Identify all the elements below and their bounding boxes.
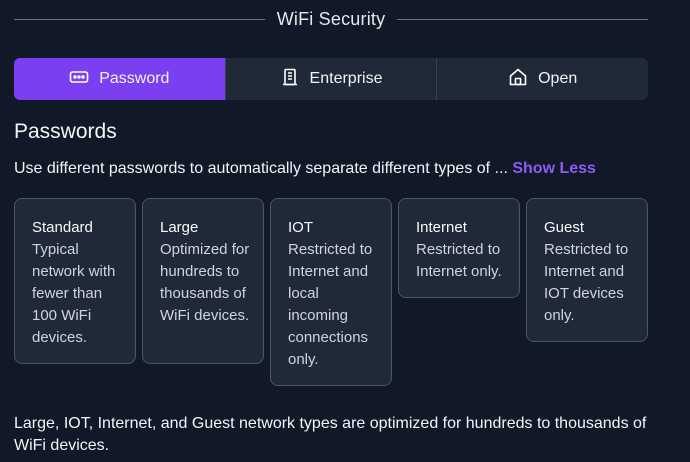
- card-standard[interactable]: Standard Typical network with fewer than…: [14, 198, 136, 364]
- show-less-link[interactable]: Show Less: [512, 160, 596, 177]
- card-guest[interactable]: Guest Restricted to Internet and IOT dev…: [526, 198, 648, 342]
- tab-enterprise-label: Enterprise: [309, 70, 383, 87]
- card-name: Standard: [32, 219, 93, 236]
- section-title: WiFi Security: [276, 8, 386, 29]
- tab-password[interactable]: Password: [14, 58, 226, 100]
- password-dots-icon: [69, 67, 89, 92]
- card-text: Optimized for hundreds to thousands of W…: [160, 241, 250, 324]
- section-header: WiFi Security: [14, 6, 649, 32]
- security-type-tabs: Password Enterprise Open: [14, 58, 648, 100]
- card-name: IOT: [288, 219, 313, 236]
- tab-open[interactable]: Open: [437, 58, 648, 100]
- tab-password-label: Password: [99, 70, 170, 87]
- building-icon: [280, 67, 300, 92]
- description-text: Use different passwords to automatically…: [14, 160, 508, 177]
- card-iot[interactable]: IOT Restricted to Internet and local inc…: [270, 198, 392, 386]
- card-name: Guest: [544, 219, 585, 236]
- passwords-description: Use different passwords to automatically…: [14, 160, 596, 178]
- tab-enterprise[interactable]: Enterprise: [226, 58, 438, 100]
- card-text: Restricted to Internet and IOT devices o…: [544, 241, 629, 324]
- divider-right: [397, 18, 649, 20]
- passwords-heading: Passwords: [14, 120, 117, 143]
- footer-note: Large, IOT, Internet, and Guest network …: [14, 415, 647, 454]
- card-internet[interactable]: Internet Restricted to Internet only.: [398, 198, 520, 298]
- card-text: Restricted to Internet only.: [416, 241, 502, 280]
- divider-left: [14, 18, 265, 20]
- card-text: Restricted to Internet and local incomin…: [288, 241, 373, 368]
- card-name: Large: [160, 219, 199, 236]
- tab-open-label: Open: [538, 70, 578, 87]
- card-name: Internet: [416, 219, 467, 236]
- card-text: Typical network with fewer than 100 WiFi…: [32, 241, 116, 346]
- home-icon: [508, 67, 528, 92]
- card-large[interactable]: Large Optimized for hundreds to thousand…: [142, 198, 264, 364]
